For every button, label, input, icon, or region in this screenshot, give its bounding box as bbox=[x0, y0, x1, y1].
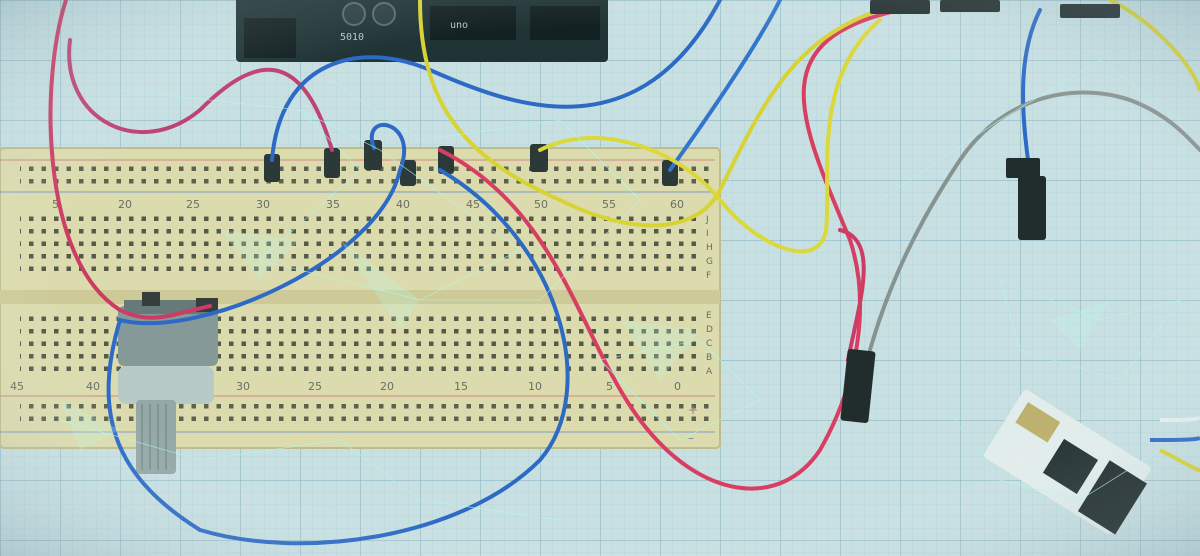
vignette bbox=[0, 0, 1200, 556]
photo-scene: 5010 uno 5 20 25 30 35 40 45 50 55 bbox=[0, 0, 1200, 556]
photo-canvas: 5010 uno 5 20 25 30 35 40 45 50 55 bbox=[0, 0, 1200, 556]
